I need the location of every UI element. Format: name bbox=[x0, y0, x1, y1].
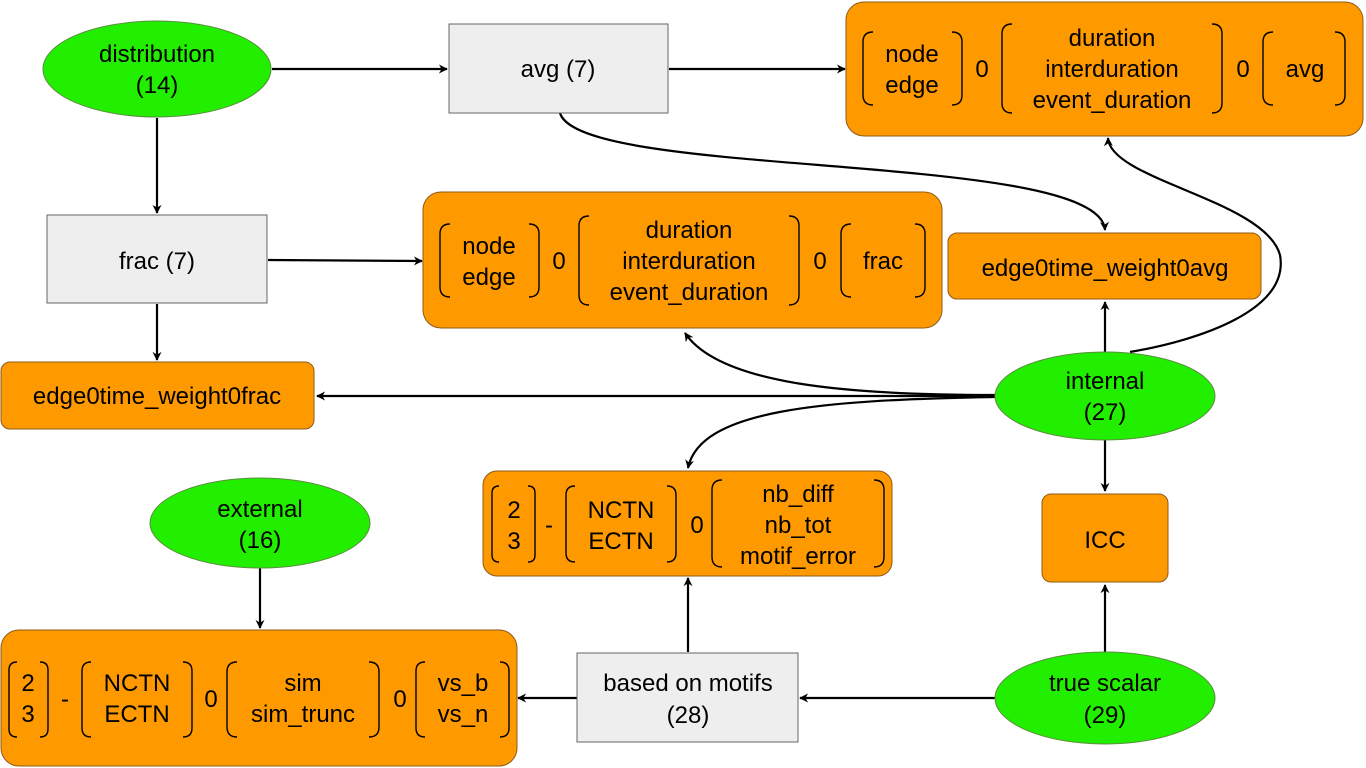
frac-combo-g2-right-bracket bbox=[788, 215, 800, 306]
external-combo-g2-item: ECTN bbox=[104, 701, 169, 728]
avg-combo-g2-item: duration bbox=[1069, 25, 1156, 52]
external-combo-g1-item: 3 bbox=[21, 701, 34, 728]
node-true-scalar-count: (29) bbox=[1084, 702, 1127, 729]
frac-combo-g3-left-bracket bbox=[840, 223, 852, 298]
external-combo-g1-right-bracket bbox=[39, 661, 49, 738]
node-external-count: (16) bbox=[239, 527, 282, 554]
motif-combo-g3-right-bracket bbox=[873, 479, 885, 568]
node-edge0time-weight0avg[interactable]: edge0time_weight0avg bbox=[947, 232, 1262, 300]
node-avg-combo[interactable]: node edge 0 duration interduration event… bbox=[845, 1, 1364, 137]
node-based-on-motifs-title: based on motifs bbox=[603, 670, 772, 697]
node-external-combo[interactable]: 2 3 - NCTN ECTN 0 sim sim_trunc 0 vs_b v… bbox=[0, 629, 518, 767]
node-motif-combo[interactable]: 2 3 - NCTN ECTN 0 nb_diff nb_tot motif_e… bbox=[482, 470, 893, 577]
motif-combo-g1-left-bracket bbox=[491, 485, 500, 563]
external-combo-g4-left-bracket bbox=[415, 661, 426, 738]
node-icc-label: ICC bbox=[1084, 527, 1125, 554]
node-edge0time-weight0avg-label: edge0time_weight0avg bbox=[982, 255, 1229, 282]
frac-combo-g1-right-bracket bbox=[528, 223, 540, 298]
node-avg[interactable]: avg (7) bbox=[448, 23, 669, 114]
external-combo-g4-item: vs_n bbox=[438, 701, 489, 728]
motif-combo-g2-left-bracket bbox=[565, 485, 576, 563]
external-combo-g3-item: sim bbox=[284, 670, 321, 697]
edges bbox=[152, 64, 1282, 703]
external-combo-g4-item: vs_b bbox=[438, 670, 489, 697]
external-combo-g2-right-bracket bbox=[182, 661, 193, 738]
external-combo-g1-item: 2 bbox=[21, 670, 34, 697]
frac-combo-g1-item: edge bbox=[462, 264, 515, 291]
frac-combo-g2-left-bracket bbox=[578, 215, 590, 306]
node-distribution-title: distribution bbox=[99, 41, 215, 68]
avg-combo-sep: 0 bbox=[1236, 56, 1249, 83]
avg-combo-g1-item: edge bbox=[885, 72, 938, 99]
edge-avg-edge0time-weight0avg bbox=[558, 112, 1109, 231]
avg-combo-g3-item: avg bbox=[1286, 56, 1325, 83]
motif-combo-g1-right-bracket bbox=[527, 485, 536, 563]
frac-combo-g1-item: node bbox=[462, 233, 515, 260]
node-frac-label: frac (7) bbox=[119, 248, 195, 275]
external-combo-sep: 0 bbox=[204, 686, 217, 713]
node-edge0time-weight0frac[interactable]: edge0time_weight0frac bbox=[0, 361, 315, 430]
avg-combo-g3-left-bracket bbox=[1262, 31, 1274, 106]
external-combo-g3-left-bracket bbox=[226, 661, 238, 738]
edge-internal-frac-combo bbox=[684, 332, 996, 397]
avg-combo-g1-right-bracket bbox=[951, 31, 963, 106]
motif-combo-g3-left-bracket bbox=[711, 479, 723, 568]
avg-combo-sep: 0 bbox=[975, 56, 988, 83]
avg-combo-g1-left-bracket bbox=[862, 31, 874, 106]
frac-combo-g1-left-bracket bbox=[439, 223, 451, 298]
node-true-scalar-title: true scalar bbox=[1049, 670, 1161, 697]
frac-combo-sep: 0 bbox=[552, 248, 565, 275]
node-edge0time-weight0frac-label: edge0time_weight0frac bbox=[33, 383, 281, 410]
motif-combo-sep: - bbox=[545, 512, 553, 539]
node-internal-title: internal bbox=[1066, 368, 1145, 395]
external-combo-g2-item: NCTN bbox=[104, 670, 171, 697]
avg-combo-g1-item: node bbox=[885, 41, 938, 68]
avg-combo-g2-item: event_duration bbox=[1033, 87, 1192, 114]
motif-combo-sep: 0 bbox=[690, 512, 703, 539]
avg-combo-g2-item: interduration bbox=[1045, 56, 1178, 83]
external-combo-g4-right-bracket bbox=[499, 661, 510, 738]
node-external-title: external bbox=[217, 496, 302, 523]
motif-combo-g2-item: ECTN bbox=[588, 528, 653, 555]
motif-combo-g2-item: NCTN bbox=[588, 497, 655, 524]
edge-internal-avg-combo bbox=[1103, 137, 1282, 354]
node-distribution[interactable]: distribution (14) bbox=[42, 20, 272, 118]
frac-combo-g2-item: interduration bbox=[622, 248, 755, 275]
node-frac-combo[interactable]: node edge 0 duration interduration event… bbox=[422, 191, 943, 329]
node-true-scalar[interactable]: true scalar (29) bbox=[994, 651, 1216, 745]
external-combo-g2-left-bracket bbox=[81, 661, 92, 738]
avg-combo-g3-right-bracket bbox=[1334, 31, 1346, 106]
motif-combo-g3-item: nb_tot bbox=[765, 512, 832, 539]
node-internal-count: (27) bbox=[1084, 399, 1127, 426]
node-based-on-motifs[interactable]: based on motifs (28) bbox=[576, 652, 799, 743]
external-combo-g3-item: sim_trunc bbox=[251, 701, 355, 728]
frac-combo-g2-item: event_duration bbox=[610, 279, 769, 306]
frac-combo-g2-item: duration bbox=[646, 217, 733, 244]
node-frac[interactable]: frac (7) bbox=[46, 214, 268, 304]
avg-combo-g2-left-bracket bbox=[1001, 23, 1013, 114]
node-avg-label: avg (7) bbox=[521, 56, 596, 83]
edge-internal-motif-combo bbox=[685, 395, 996, 469]
frac-combo-g3-item: frac bbox=[863, 248, 903, 275]
external-combo-sep: - bbox=[61, 686, 69, 713]
motif-combo-g3-item: nb_diff bbox=[762, 481, 834, 508]
node-distribution-count: (14) bbox=[136, 72, 179, 99]
external-combo-sep: 0 bbox=[393, 686, 406, 713]
avg-combo-g2-right-bracket bbox=[1211, 23, 1223, 114]
external-combo-g1-left-bracket bbox=[8, 661, 18, 738]
node-external[interactable]: external (16) bbox=[149, 477, 371, 569]
edge-frac-frac-combo bbox=[267, 256, 423, 266]
motif-combo-g2-right-bracket bbox=[666, 485, 677, 563]
node-icc[interactable]: ICC bbox=[1041, 493, 1169, 583]
external-combo-g3-right-bracket bbox=[368, 661, 380, 738]
frac-combo-g3-right-bracket bbox=[914, 223, 926, 298]
node-based-on-motifs-count: (28) bbox=[667, 702, 710, 729]
motif-combo-g3-item: motif_error bbox=[740, 543, 856, 570]
motif-combo-g1-item: 2 bbox=[507, 497, 520, 524]
motif-combo-g1-item: 3 bbox=[507, 528, 520, 555]
node-internal[interactable]: internal (27) bbox=[994, 351, 1216, 441]
frac-combo-sep: 0 bbox=[813, 248, 826, 275]
